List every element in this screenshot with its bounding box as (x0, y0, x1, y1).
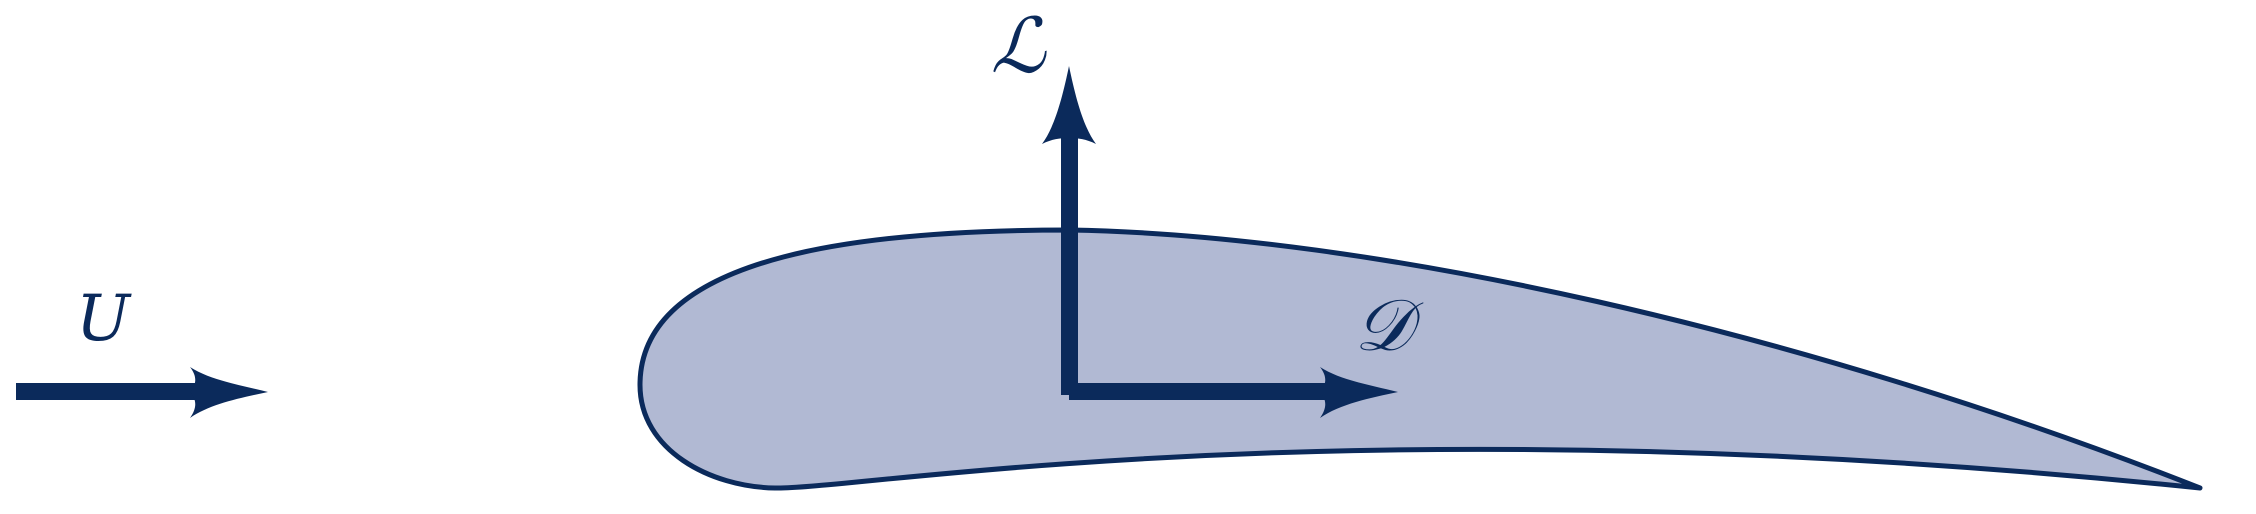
drag-arrow (1069, 367, 1398, 418)
freestream-arrow (16, 367, 268, 418)
lift-label: ℒ (991, 1, 1048, 90)
lift-arrow-head (1042, 66, 1096, 144)
freestream-arrow-head (190, 367, 268, 418)
freestream-arrow-shaft (16, 383, 196, 400)
lift-arrow (1042, 66, 1096, 395)
drag-arrow-head (1320, 367, 1398, 418)
drag-arrow-shaft (1069, 383, 1331, 400)
lift-arrow-shaft (1061, 132, 1078, 395)
freestream-label: U (76, 282, 132, 356)
airfoil-shape (637, 227, 2203, 491)
